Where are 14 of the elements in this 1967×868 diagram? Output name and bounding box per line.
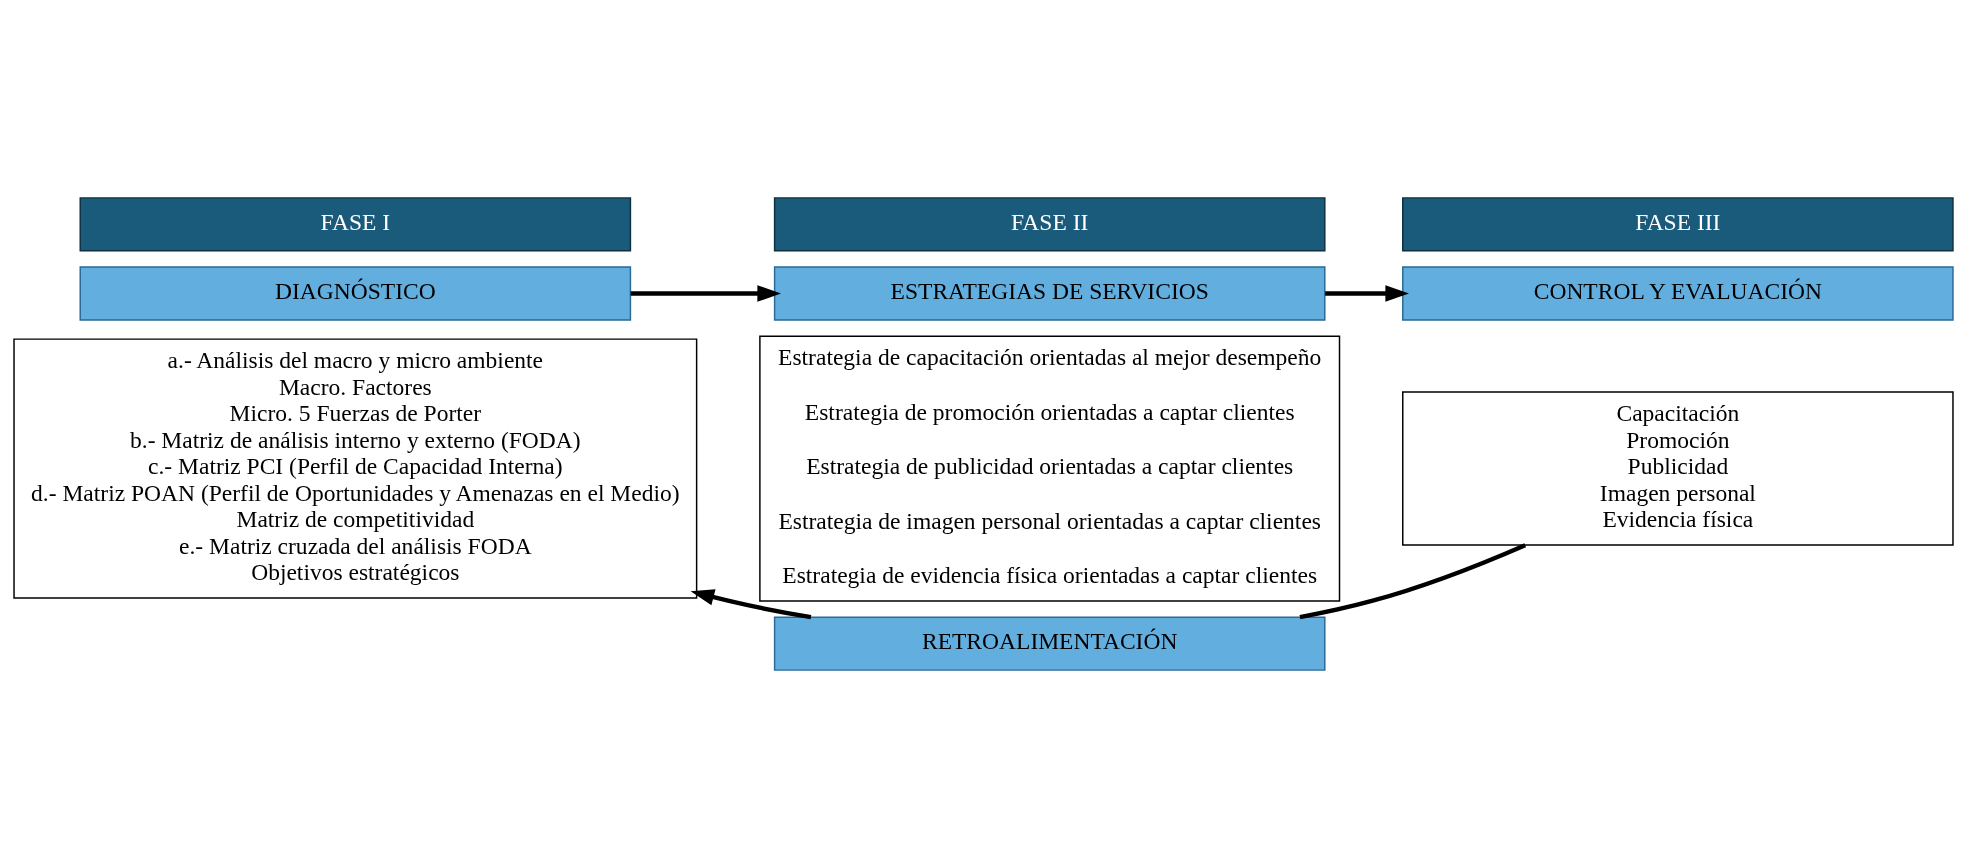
- arrow: [1325, 285, 1409, 302]
- node-box: ESTRATEGIAS DE SERVICIOS: [773, 266, 1326, 321]
- node-box: DIAGNÓSTICO: [79, 266, 632, 321]
- node-box: FASE I: [79, 197, 632, 252]
- node-box: RETROALIMENTACIÓN: [773, 616, 1326, 671]
- arrow: [630, 285, 781, 302]
- node-box: Estrategia de capacitación orientadas al mejor desempeño Estrategia de promoción orientadas a captar clientes Estrategia de publicidad orientadas a captar clientes Estrategia de imagen personal orientadas a captar clientes Estrategia de evidencia física orientadas a captar clientes: [759, 335, 1341, 602]
- node-box: Capacitación Promoción Publicidad Imagen personal Evidencia física: [1402, 391, 1954, 546]
- arrow: [690, 589, 812, 620]
- node-box: CONTROL Y EVALUACIÓN: [1402, 266, 1954, 321]
- node-box: FASE III: [1402, 197, 1954, 252]
- node-box: FASE II: [773, 197, 1326, 252]
- connector: [1299, 543, 1527, 620]
- node-box: a.- Análisis del macro y micro ambiente Macro. Factores Micro. 5 Fuerzas de Porter b.- Matriz de análisis interno y externo (FODA) c.- Matriz PCI (Perfil de Capacidad Interna) d.- Matriz POAN (Perfil de Oportunidades y Amenazas en el Medio) Matriz de competitividad e.- Matriz cruzada del análisis FODA Objetivos estratégicos: [13, 338, 698, 599]
